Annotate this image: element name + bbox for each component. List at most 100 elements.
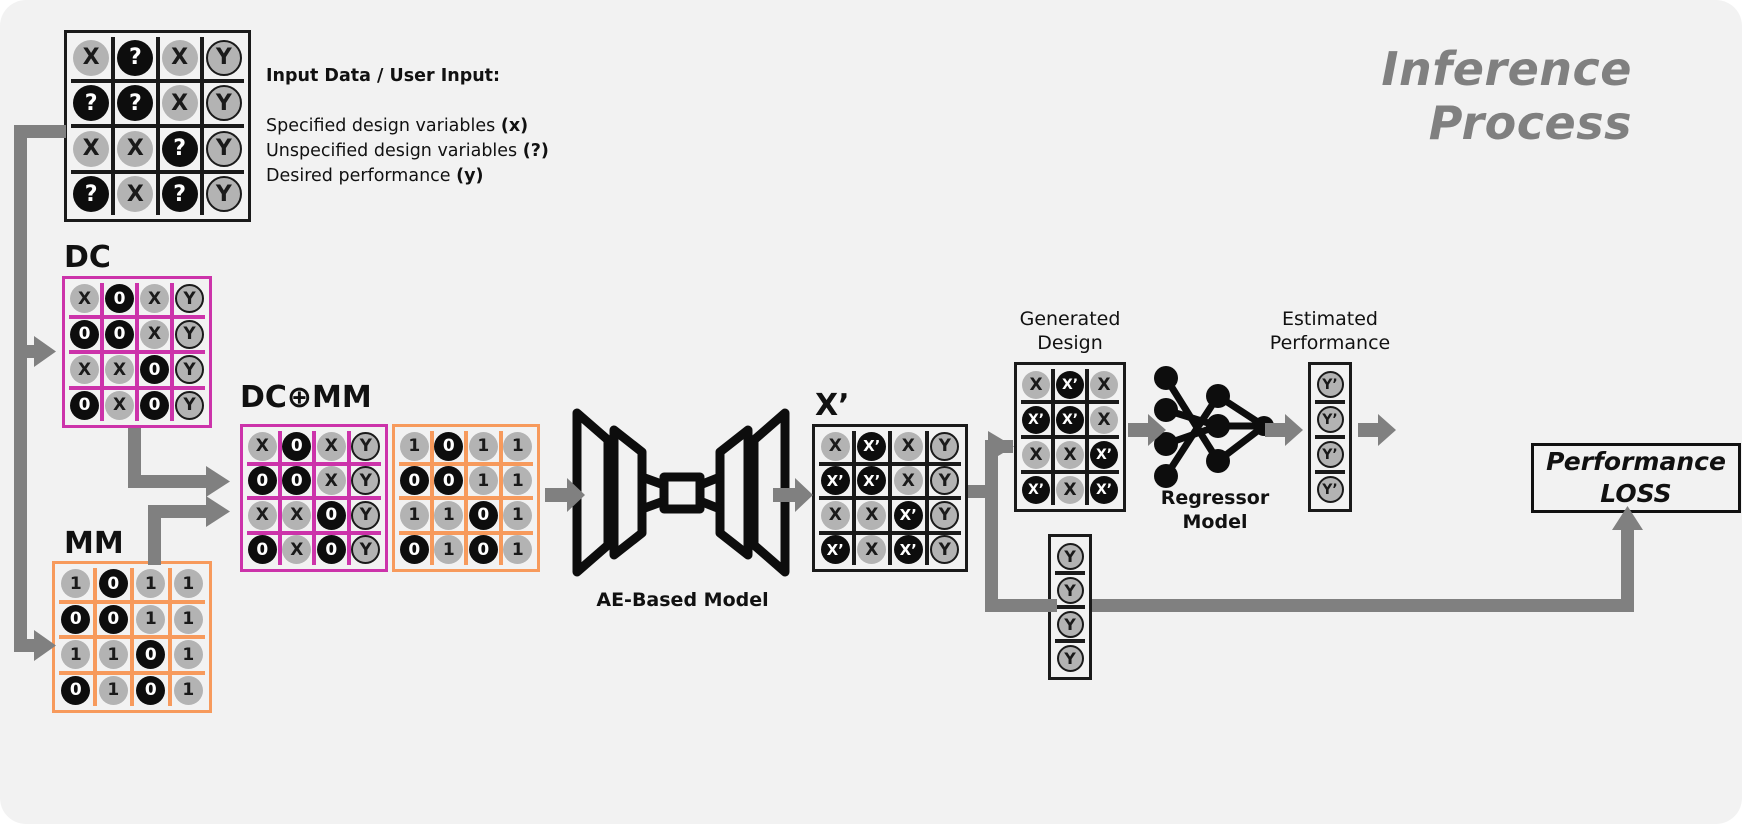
estimated-performance-label-line1: Estimated — [1282, 308, 1378, 330]
token-Y: Y — [930, 500, 960, 530]
matrix-cell: X — [1051, 439, 1085, 470]
token-0: 0 — [61, 675, 91, 705]
matrix-cell: X — [1021, 369, 1051, 400]
token-1: 1 — [98, 675, 128, 705]
token-X: X — [161, 39, 198, 76]
token-X: X — [73, 39, 110, 76]
token-0: 0 — [61, 604, 91, 634]
matrix-cell: ? — [111, 82, 155, 124]
token-0: 0 — [434, 466, 464, 496]
pipe-input-trunk — [14, 125, 27, 652]
matrix-cell: X — [155, 82, 200, 124]
matrix-cell: 1 — [464, 465, 499, 496]
matrix-cell: Y — [346, 465, 382, 496]
token-1: 1 — [136, 569, 166, 599]
token-X: X — [893, 431, 923, 461]
matrix-cell: X’ — [819, 535, 852, 566]
matrix-cell: 1 — [399, 431, 430, 462]
matrix-cell: X — [851, 534, 889, 565]
ae-model-icon — [572, 408, 790, 577]
matrix-row: Y — [1055, 541, 1085, 571]
matrix-cell: Y — [199, 128, 244, 170]
matrix-cell: Y — [346, 431, 382, 462]
token-Y: Y — [205, 85, 242, 122]
token-X: X — [282, 500, 312, 530]
token-1: 1 — [468, 466, 498, 496]
token-1: 1 — [136, 604, 166, 634]
token-Y: Y — [1056, 644, 1084, 672]
token-Y: Y — [175, 319, 204, 349]
token-1: 1 — [399, 431, 429, 461]
performance-loss-line2: LOSS — [1600, 479, 1672, 508]
matrix-cell: Y — [170, 318, 205, 350]
token-X: X — [140, 319, 169, 349]
dc-label: DC — [64, 240, 111, 275]
matrix-cell: X — [69, 354, 100, 386]
token-0: 0 — [316, 535, 346, 565]
performance-loss-box: Performance LOSS — [1531, 443, 1741, 513]
matrix-cell: 0 — [277, 431, 313, 462]
token-Y: Y — [351, 431, 381, 461]
token-X: X — [70, 284, 99, 314]
token-0: 0 — [282, 431, 312, 461]
performance-loss-line1: Performance — [1546, 447, 1726, 476]
matrix-cell: 1 — [92, 639, 131, 671]
token-Xprime: X’ — [893, 535, 923, 565]
matrix-row: Y’ — [1315, 470, 1345, 505]
token-X: X — [117, 176, 154, 213]
matrix-cell: Y’ — [1315, 404, 1345, 435]
matrix-cell: X’ — [1051, 369, 1085, 400]
token-Yprime: Y’ — [1316, 406, 1344, 433]
estimated-performance-label: Estimated Performance — [1255, 307, 1405, 355]
matrix-cell: X — [71, 37, 111, 79]
pipe-loss-up — [1621, 528, 1634, 612]
token-0: 0 — [136, 675, 166, 705]
arrow-gd-to-regressor — [1128, 414, 1166, 446]
matrix-cell: 1 — [59, 568, 93, 600]
matrix-cell: X — [71, 128, 111, 170]
input-info-line-2: Desired performance (y) — [266, 166, 484, 186]
token-0: 0 — [70, 319, 99, 349]
matrix-cell: 0 — [135, 354, 170, 386]
token-0: 0 — [105, 319, 134, 349]
matrix-cell: 0 — [130, 639, 168, 671]
token-unknown: ? — [161, 176, 198, 213]
token-unknown: ? — [117, 39, 154, 76]
matrix-cell: X — [1051, 474, 1085, 505]
matrix-cell: 0 — [100, 318, 135, 350]
token-Y: Y — [1056, 576, 1084, 604]
matrix-cell: Y’ — [1315, 439, 1345, 470]
token-0: 0 — [70, 390, 99, 420]
token-0: 0 — [98, 569, 128, 599]
regressor-label-line1: Regressor — [1160, 487, 1270, 509]
page-title-line2: Process — [1428, 96, 1632, 150]
estimated-performance-matrix: Y’Y’Y’Y’ — [1308, 362, 1352, 512]
matrix-row: X’X’X — [1021, 400, 1119, 435]
input-info-line-0: Specified design variables (x) — [266, 116, 529, 136]
matrix-cell: 1 — [92, 674, 131, 706]
token-unknown: ? — [161, 130, 198, 167]
matrix-cell: X — [100, 389, 135, 421]
pipe-xprime-trunk — [985, 440, 998, 612]
matrix-cell: Y — [170, 283, 205, 315]
matrix-cell: 1 — [167, 674, 206, 706]
mm-label: MM — [64, 526, 124, 561]
token-Xprime: X’ — [857, 431, 887, 461]
token-X: X — [247, 431, 277, 461]
arrow-to-mm — [34, 630, 56, 661]
pipe-mm-up — [148, 505, 161, 565]
pipe-input-left — [14, 125, 66, 138]
matrix-row: Y — [1055, 605, 1085, 639]
